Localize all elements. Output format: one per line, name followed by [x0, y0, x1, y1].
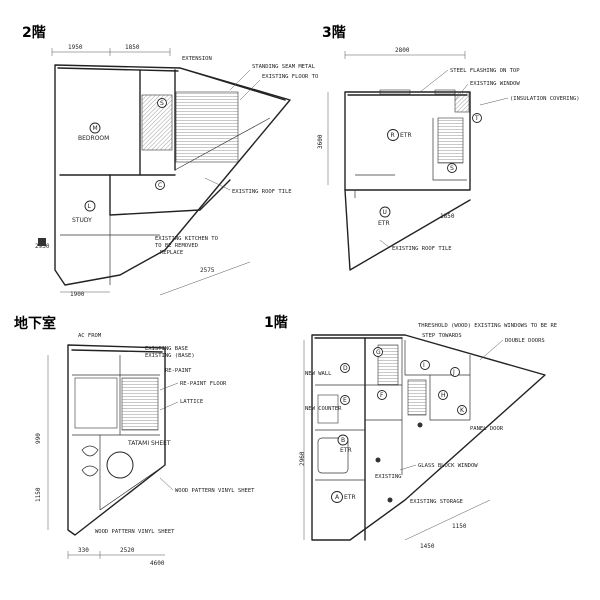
note-2f-roof: EXISTING ROOF TILE: [232, 189, 292, 195]
room-tag-G: [373, 347, 383, 357]
note-b1-repaint-floor: RE-PAINT FLOOR: [180, 381, 227, 387]
floor-label-basement: 地下室: [14, 316, 56, 332]
note-1f-existing: EXISTING: [375, 474, 402, 480]
room-tag-T: [472, 113, 482, 123]
note-2f-metal: STANDING SEAM METAL: [252, 64, 316, 70]
dim-1f-3: 2960: [299, 451, 306, 466]
room-2f-bedroom-label: BEDROOM: [78, 135, 109, 142]
note-3f-flashing: STEEL FLASHING ON TOP: [450, 68, 520, 74]
dim-b1-3: 990: [35, 433, 42, 444]
room-tag-D-letter: D: [343, 365, 348, 372]
room-tag-L-letter: L: [88, 203, 92, 210]
room-tag-B: [337, 434, 349, 446]
note-b1-lattice: LATTICE: [180, 399, 203, 405]
note-2f-remove: TO BE REMOVED: [155, 243, 198, 249]
room-1f-etr-a-label: ETR: [344, 494, 356, 501]
floor-label-1f: 1階: [264, 315, 288, 331]
note-b1-vinyl1: WOOD PATTERN VINYL SHEET: [175, 488, 255, 494]
note-1f-glass-block: GLASS BLOCK WINDOW: [418, 463, 478, 469]
room-2f-study-label: STUDY: [72, 217, 92, 224]
note-1f-double-doors: DOUBLE DOORS: [505, 338, 545, 344]
dim-b1-4: 1150: [35, 487, 42, 502]
note-2f-replace: REPLACE: [160, 250, 183, 256]
room-tag-S-3f: [447, 163, 457, 173]
room-tag-U: [379, 206, 391, 218]
room-tag-S-2f-letter: S: [160, 100, 164, 107]
note-1f-threshold: THRESHOLD (WOOD) EXISTING WINDOWS TO BE …: [418, 323, 557, 329]
room-tag-A-letter: A: [335, 494, 340, 501]
note-b1-base: EXISTING BASE: [145, 346, 188, 352]
room-tag-A: [331, 491, 343, 503]
room-basement-tatami: TATAMI SHEET: [127, 440, 171, 447]
room-3f-etr2-label: ETR: [378, 220, 390, 227]
note-2f-kitchen: EXISTING KITCHEN TO: [155, 236, 218, 242]
room-tag-R-letter: R: [391, 132, 395, 139]
room-tag-E-letter: E: [343, 397, 347, 404]
room-tag-U-letter: U: [383, 209, 387, 216]
dim-3f-2: 3600: [317, 134, 324, 149]
note-b1-base2: EXISTING (BASE): [145, 353, 195, 359]
floor-label-2f: 2階: [22, 25, 46, 41]
note-1f-step: STEP TOWARDS: [422, 333, 462, 339]
room-tag-D: [340, 363, 350, 373]
dim-3f-3: 1850: [440, 213, 455, 220]
plan-2f: 1950 1850 M BEDROOM L STUDY C S EXTENSIO…: [35, 44, 318, 298]
dim-2f-1: 1950: [68, 44, 83, 51]
dim-2f-4: 2930: [35, 243, 50, 250]
note-1f-new-wall: NEW WALL: [305, 371, 332, 377]
room-tag-C: [155, 180, 165, 190]
note-2f-floor: EXISTING FLOOR TO: [262, 74, 318, 80]
room-tag-K: [457, 405, 467, 415]
note-2f-extension: EXTENSION: [182, 56, 212, 62]
room-tag-H: [438, 390, 448, 400]
room-tag-E: [340, 395, 350, 405]
note-b1-ac: AC FROM: [78, 333, 102, 339]
dim-2f-3: 2575: [200, 267, 215, 274]
plan-1f: A ETR B ETR D E F G H I J K THRESHOLD (W…: [299, 323, 557, 550]
room-tag-L: [84, 200, 96, 212]
note-b1-repaint: RE-PAINT: [165, 368, 192, 374]
dim-b1-1: 330: [78, 547, 89, 554]
dim-3f-1: 2800: [395, 47, 410, 54]
room-tag-K-letter: K: [460, 407, 465, 414]
room-tag-C-letter: C: [158, 182, 162, 189]
room-tag-M-letter: M: [93, 125, 98, 132]
room-tag-J-letter: J: [452, 369, 455, 376]
dim-b1-2: 2520: [120, 547, 135, 554]
room-tag-F: [377, 390, 387, 400]
dim-b1-5: 4600: [150, 560, 165, 567]
note-1f-counter: NEW COUNTER: [305, 406, 342, 412]
room-tag-G-letter: G: [376, 349, 381, 356]
room-tag-B-letter: B: [341, 437, 345, 444]
room-1f-etr-b-label: ETR: [340, 447, 352, 454]
room-tag-I-letter: I: [423, 362, 425, 369]
room-tag-I: [420, 360, 430, 370]
note-3f-roof: EXISTING ROOF TILE: [392, 246, 452, 252]
room-tag-R: [387, 129, 399, 141]
note-1f-storage: EXISTING STORAGE: [410, 499, 463, 505]
plan-3f: 2800 3600 R ETR U ETR S T STEEL FLASHING…: [317, 47, 580, 271]
room-tag-H-letter: H: [441, 392, 446, 399]
dim-1f-2: 1150: [452, 523, 467, 530]
plan-basement: TATAMI SHEET AC FROM EXISTING BASE EXIST…: [35, 333, 255, 567]
room-tag-F-letter: F: [380, 392, 384, 399]
room-3f-etr-label: ETR: [400, 132, 412, 139]
floor-label-3f: 3階: [322, 25, 346, 41]
room-tag-S-2f: [157, 98, 167, 108]
dim-1f-1: 1450: [420, 543, 435, 550]
room-tag-S-3f-letter: S: [450, 165, 454, 172]
note-1f-panel-door: PANEL DOOR: [470, 426, 504, 432]
note-3f-insulation: (INSULATION COVERING): [510, 96, 580, 102]
room-tag-T-letter: T: [474, 115, 479, 122]
dim-2f-2: 1850: [125, 44, 140, 51]
note-3f-window: EXISTING WINDOW: [470, 81, 520, 87]
room-tag-J: [450, 367, 460, 377]
room-tag-M: [89, 122, 101, 134]
dim-2f-5: 1900: [70, 291, 85, 298]
note-b1-vinyl2: WOOD PATTERN VINYL SHEET: [95, 529, 175, 535]
